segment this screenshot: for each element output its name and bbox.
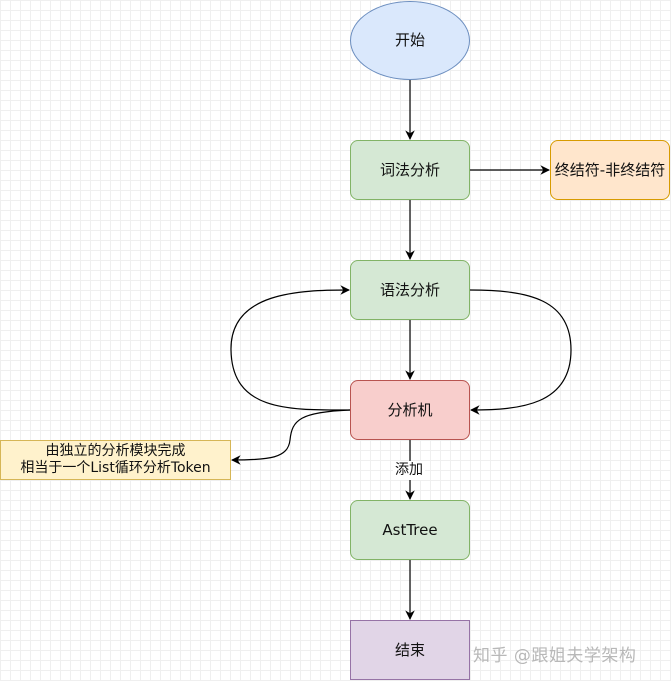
ast-node[interactable]: AstTree xyxy=(350,500,470,560)
start-label: 开始 xyxy=(394,31,425,50)
note-line-2: 相当于一个List循环分析Token xyxy=(20,460,211,476)
edge-analyzer-loop-left xyxy=(230,285,351,411)
analyzer-label: 分析机 xyxy=(387,400,433,419)
terminals-node[interactable]: 终结符-非终结符 xyxy=(550,140,670,200)
analyzer-node[interactable]: 分析机 xyxy=(350,380,470,440)
note-node[interactable]: 由独立的分析模块完成 相当于一个List循环分析Token xyxy=(0,440,231,480)
parser-label: 语法分析 xyxy=(379,280,440,299)
note-line-1: 由独立的分析模块完成 xyxy=(45,442,186,459)
lexer-label: 词法分析 xyxy=(379,160,440,179)
edge-parser-loop-right xyxy=(469,289,572,415)
start-node[interactable]: 开始 xyxy=(350,1,470,80)
watermark: 知乎 @跟姐夫学架构 xyxy=(473,646,637,666)
end-label: 结束 xyxy=(394,640,425,659)
ast-label: AstTree xyxy=(382,520,438,539)
terminals-label: 终结符-非终结符 xyxy=(554,160,666,179)
end-node[interactable]: 结束 xyxy=(350,620,470,680)
parser-node[interactable]: 语法分析 xyxy=(350,260,470,320)
edge-analyzer-to-note xyxy=(231,409,351,465)
lexer-node[interactable]: 词法分析 xyxy=(350,140,470,200)
edge-label-add: 添加 xyxy=(393,461,425,480)
